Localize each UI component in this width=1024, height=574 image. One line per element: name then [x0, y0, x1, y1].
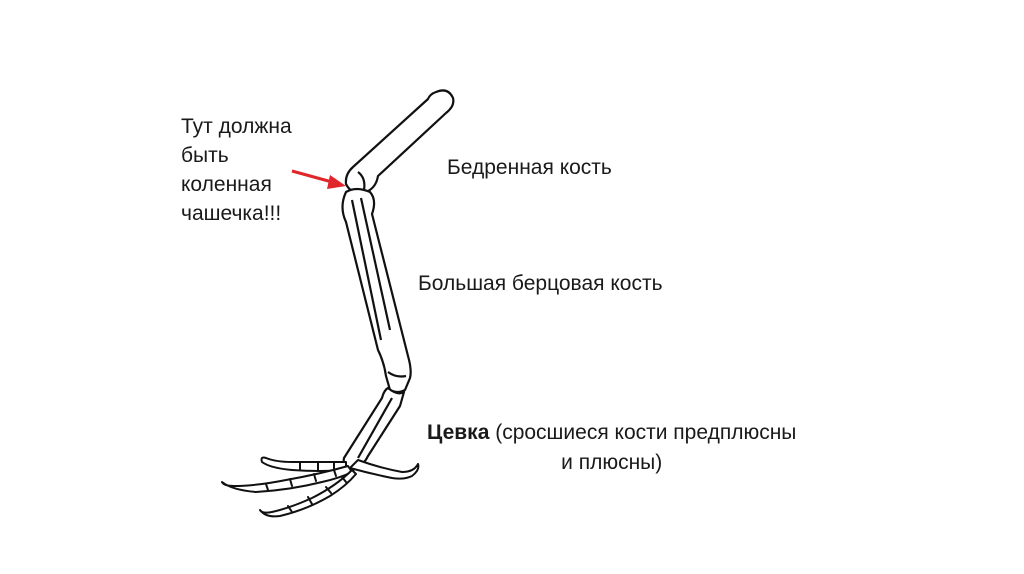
tarsus-label-desc: (сросшиеся кости предплюсны — [489, 421, 797, 444]
tarsus-label-line-1: Цевка (сросшиеся кости предплюсны — [427, 418, 796, 448]
kneecap-note-line-1: Тут должна — [181, 115, 292, 138]
kneecap-arrow — [291, 169, 346, 189]
tibia-bone — [341, 187, 412, 394]
kneecap-note-line-2: быть — [181, 144, 229, 167]
kneecap-note-line-3: коленная — [181, 173, 272, 196]
tarsometatarsus-bone — [342, 386, 406, 472]
kneecap-note-line-4: чашечка!!! — [181, 202, 282, 225]
tarsus-label-bold: Цевка — [427, 421, 490, 444]
kneecap-note: Тут должна быть коленная чашечка!!! — [181, 112, 292, 228]
femur-bone — [344, 89, 455, 195]
tarsus-label-line-2: и плюсны) — [561, 451, 663, 474]
tarsus-label: Цевка (сросшиеся кости предплюсны и плюс… — [427, 418, 796, 478]
tibia-label: Большая берцовая кость — [418, 272, 663, 295]
femur-label: Бедренная кость — [447, 156, 612, 179]
toes — [221, 456, 420, 518]
